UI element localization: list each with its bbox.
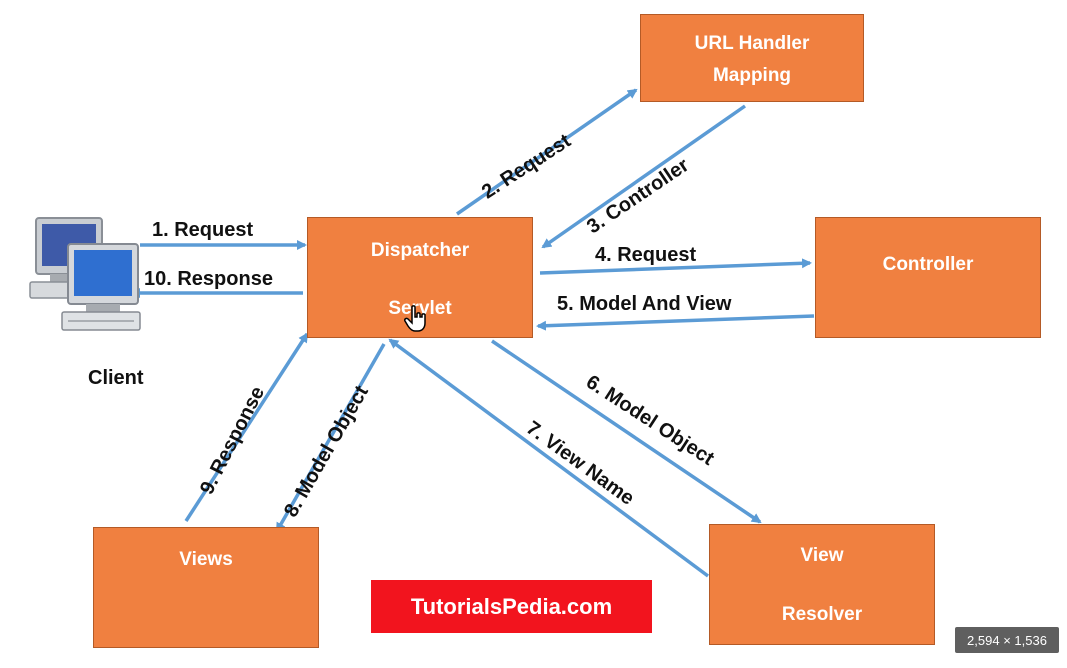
tutorialspedia-banner: TutorialsPedia.com [371,580,652,633]
client-label: Client [88,367,144,389]
controller-box: Controller [815,217,1041,338]
label-5-model-and-view: 5. Model And View [557,293,732,315]
hand-cursor-icon [404,305,426,332]
url-handler-line2: Mapping [712,65,792,86]
arrow-5-model-and-view [536,314,815,331]
arrow-6-model-object [491,339,762,524]
label-1-request: 1. Request [152,219,254,241]
url-handler-mapping-box: URL Handler Mapping [640,14,864,102]
view-resolver-line1: View [800,545,844,566]
image-dimensions-badge: 2,594 × 1,536 [955,627,1059,653]
views-box: Views [93,527,319,648]
controller-label: Controller [882,254,974,275]
arrow-3-controller [541,104,747,249]
arrow-7-view-name [388,338,710,578]
view-resolver-line2: Resolver [781,604,863,625]
view-resolver-box: View Resolver [709,524,935,645]
arrow-9-response [184,332,309,522]
dispatcher-line2: Servlet [388,298,452,319]
dispatcher-line1: Dispatcher [370,240,470,261]
client-computers-icon [29,217,141,331]
label-10-response: 10. Response [144,268,273,290]
label-4-request: 4. Request [595,244,697,266]
views-label: Views [179,549,233,570]
arrow-2-request [456,88,638,216]
arrow-8-model-object [275,343,386,533]
url-handler-line1: URL Handler [694,33,810,54]
arrow-4-request [539,258,812,275]
